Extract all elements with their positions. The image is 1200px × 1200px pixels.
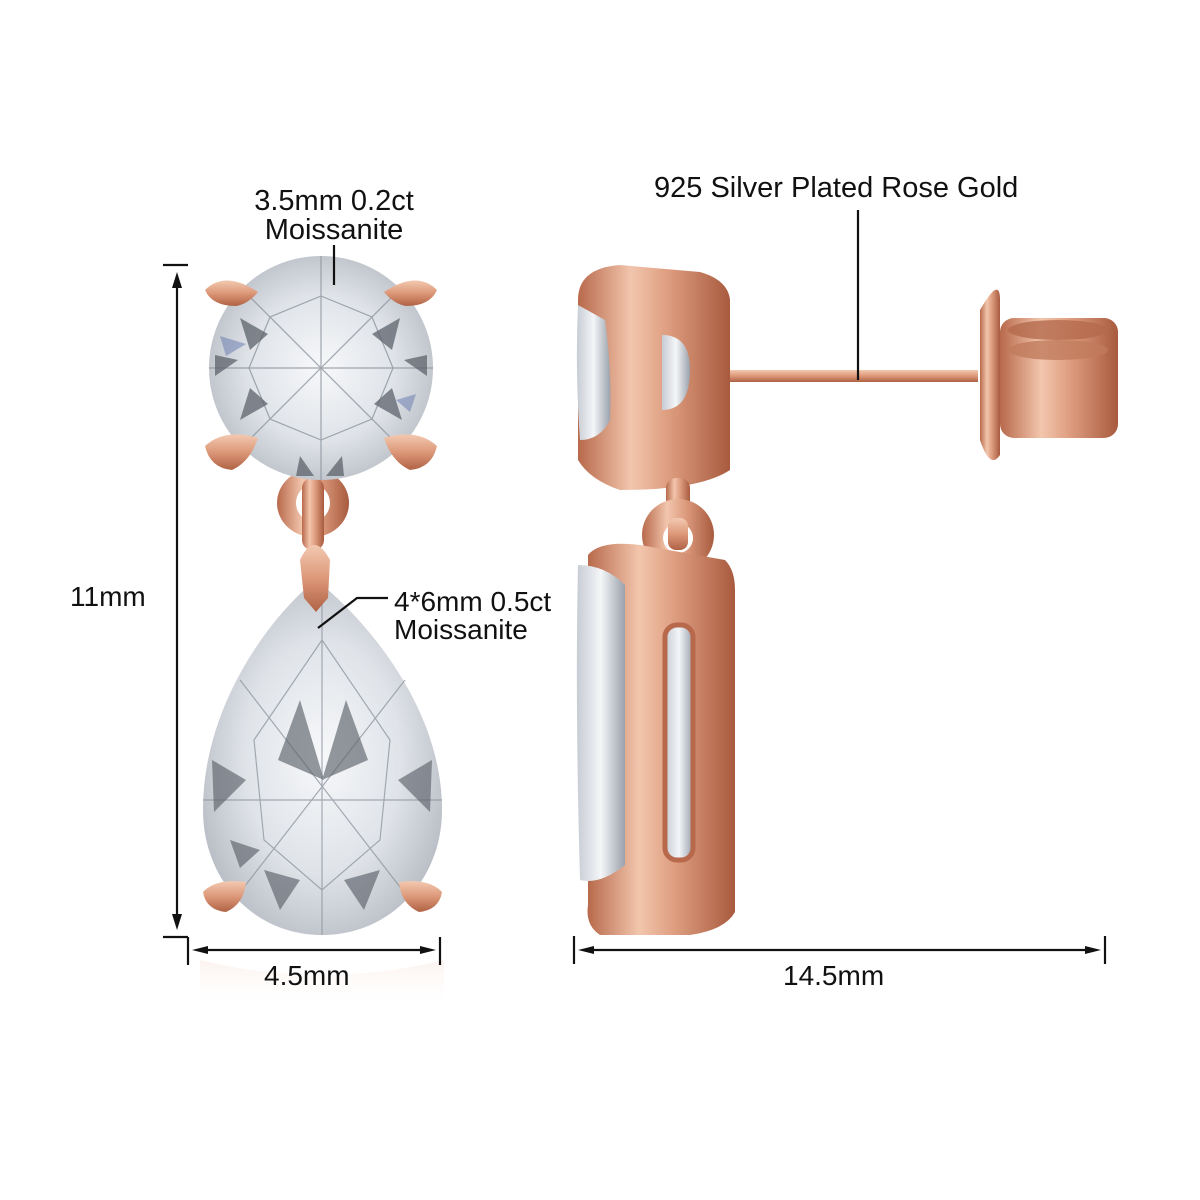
side-view-earring <box>576 265 1118 935</box>
jump-ring <box>277 469 349 550</box>
pear-setting-side <box>576 543 735 935</box>
pear-stone-material: Moissanite <box>394 614 528 645</box>
top-stone-material: Moissanite <box>264 214 404 246</box>
earring-post <box>728 370 978 382</box>
depth-dimension-label: 14.5mm <box>783 960 885 991</box>
pear-stone-size: 4*6mm 0.5ct <box>394 586 552 617</box>
round-prongs <box>205 280 437 470</box>
height-dimension-label: 11mm <box>70 581 146 612</box>
earring-back <box>980 289 1118 460</box>
metal-callout: 925 Silver Plated Rose Gold <box>654 172 1019 204</box>
top-setting-side <box>576 265 730 490</box>
pear-stone-callout: 4*6mm 0.5ct Moissanite <box>394 588 551 644</box>
pear-moissanite <box>203 580 442 935</box>
round-moissanite <box>209 256 433 480</box>
pear-prongs <box>203 545 442 912</box>
top-stone-size: 3.5mm 0.2ct <box>254 185 414 217</box>
width-dimension-label: 4.5mm <box>264 960 350 991</box>
front-view-earring <box>200 256 444 1010</box>
dimension-lines <box>163 210 1107 965</box>
top-stone-callout: 3.5mm 0.2ct Moissanite <box>244 187 424 245</box>
